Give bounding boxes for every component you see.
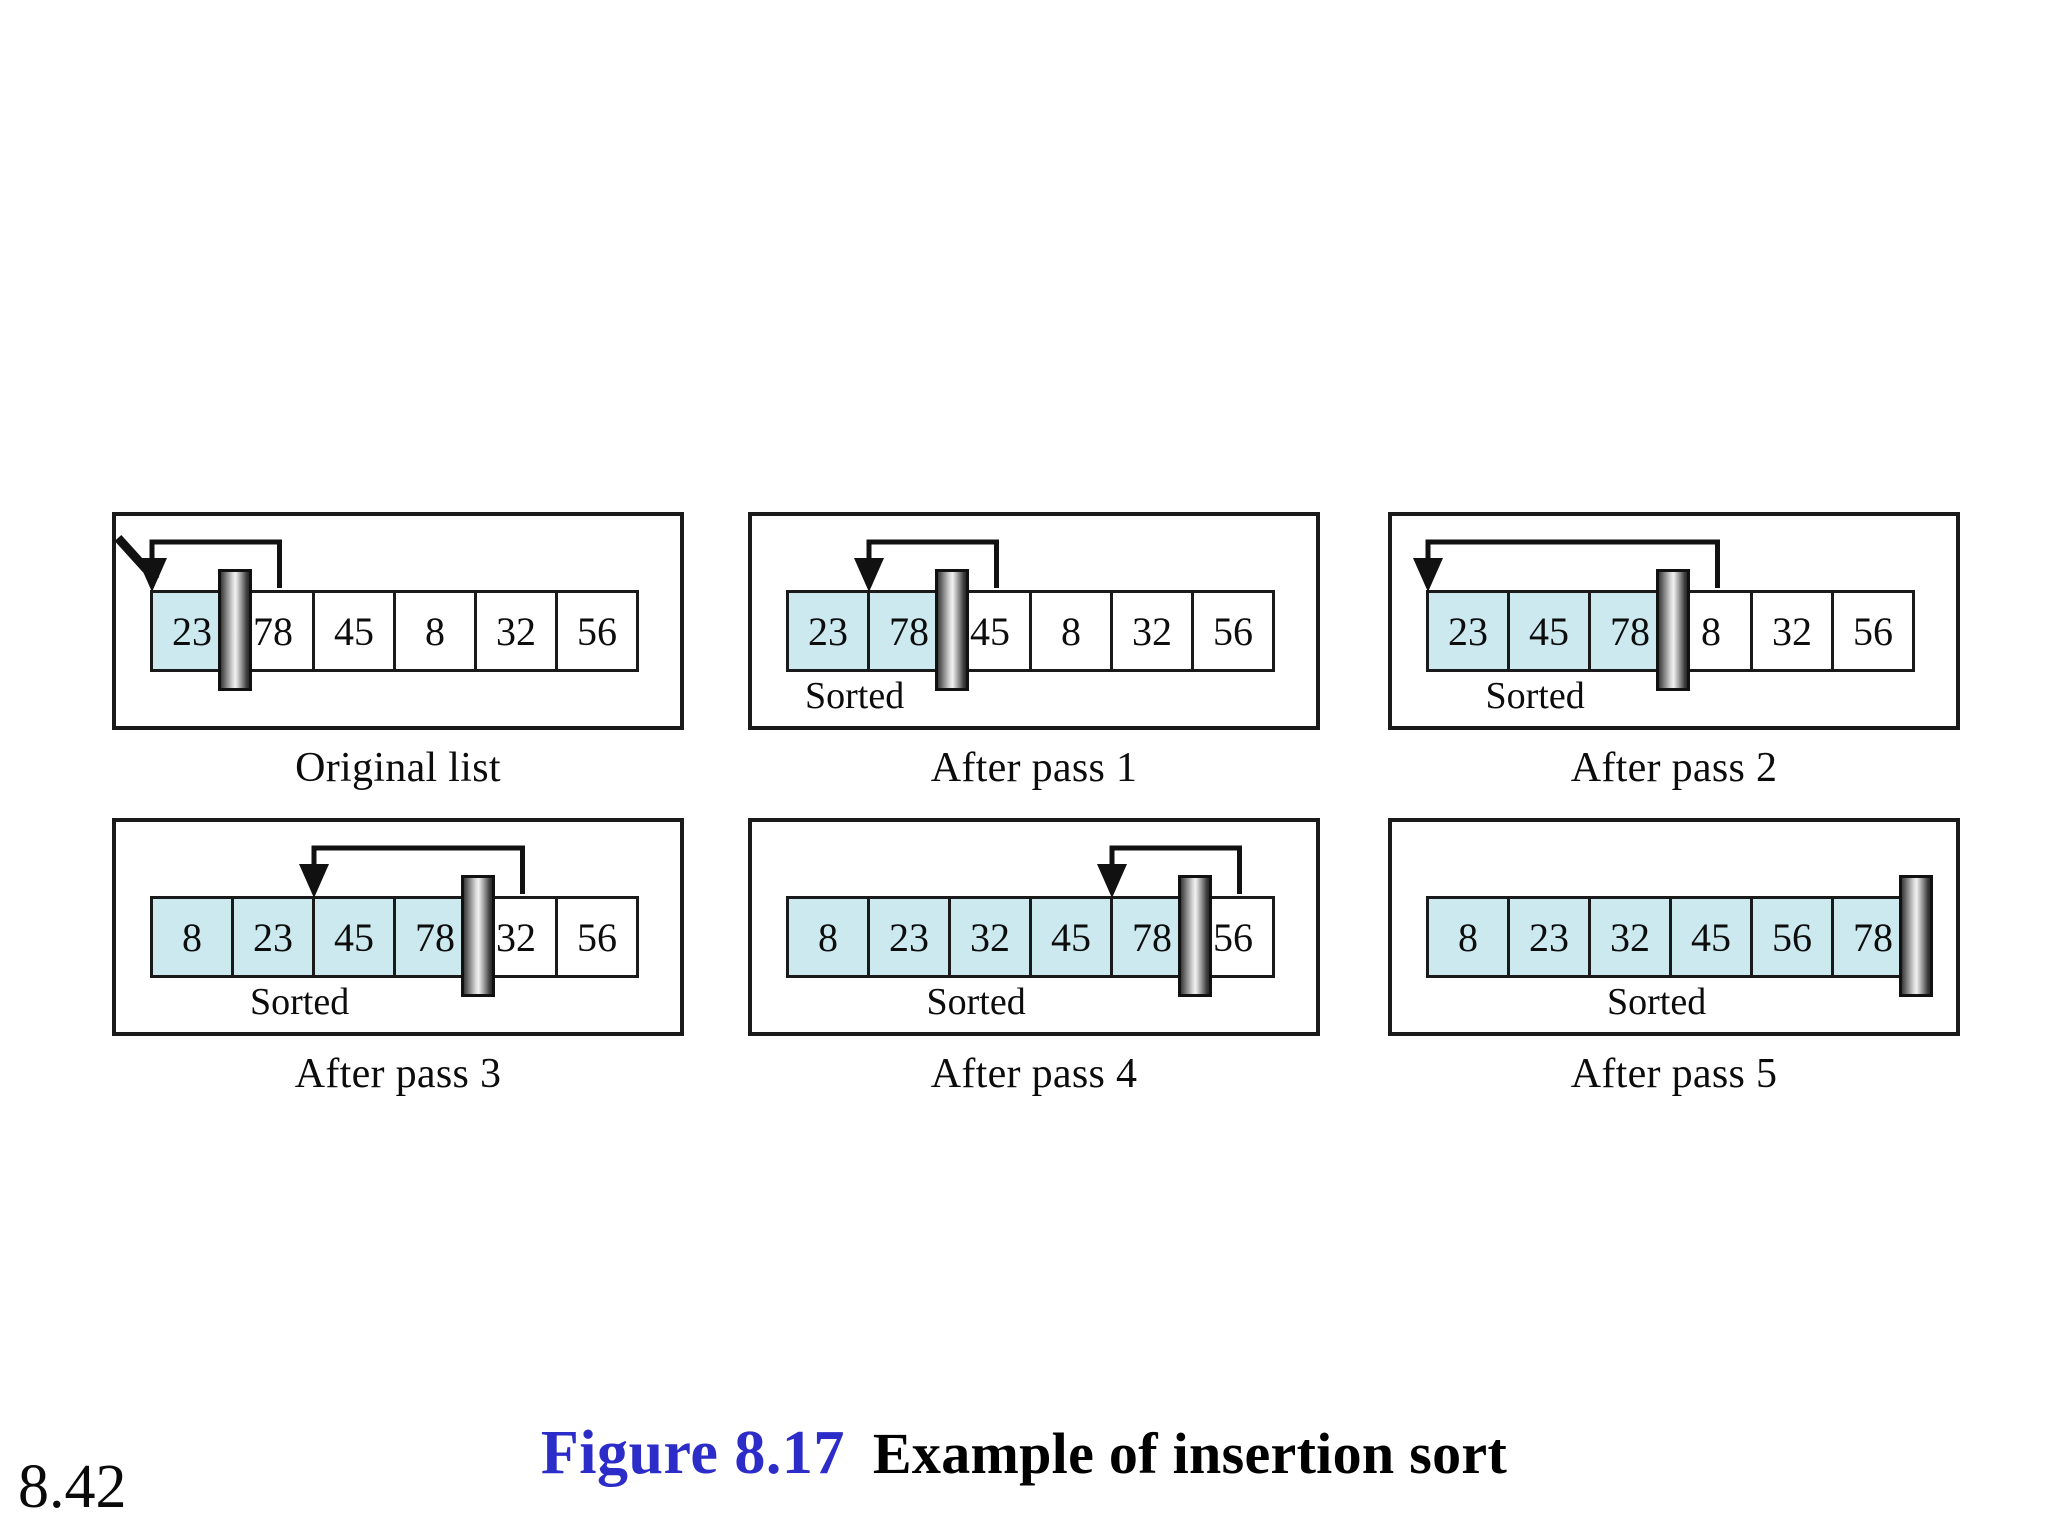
- insertion-move-arrow: [1408, 516, 1738, 594]
- figure-number: Figure 8.17: [540, 1419, 845, 1487]
- array-cell: 8: [393, 590, 477, 672]
- array-cell: 56: [555, 590, 639, 672]
- sorted-divider-bar: [935, 569, 969, 691]
- array-cell: 32: [474, 590, 558, 672]
- array-cell: 23: [231, 896, 315, 978]
- array-cell: 23: [786, 590, 870, 672]
- array-cell: 78: [231, 590, 315, 672]
- panel-pass-1-caption: After pass 1: [930, 745, 1138, 791]
- sorted-region-label: Sorted: [926, 981, 1026, 1023]
- array-cell: 56: [1750, 896, 1834, 978]
- panel-pass-4-caption: After pass 4: [930, 1051, 1138, 1097]
- array-cell: 8: [786, 896, 870, 978]
- insertion-move-arrow: [294, 822, 543, 900]
- array-cell: 8: [1426, 896, 1510, 978]
- array-cell: 32: [948, 896, 1032, 978]
- insertion-move-arrow: [1092, 822, 1260, 900]
- array-cell: 45: [312, 896, 396, 978]
- array-cell: 32: [1750, 590, 1834, 672]
- panel-original-caption: Original list: [295, 745, 501, 791]
- array-cell: 45: [1669, 896, 1753, 978]
- array-cell: 23: [1426, 590, 1510, 672]
- array-cell: 56: [555, 896, 639, 978]
- array-cell: 23: [867, 896, 951, 978]
- sorted-divider-bar: [461, 875, 495, 997]
- sorted-region-label: Sorted: [1607, 981, 1707, 1023]
- array-cell: 32: [1110, 590, 1194, 672]
- array-cell: 56: [1831, 590, 1915, 672]
- sorted-divider-bar: [1178, 875, 1212, 997]
- panel-pass-2-caption: After pass 2: [1570, 745, 1778, 791]
- sorted-divider-bar: [1656, 569, 1690, 691]
- sorted-region-label: Sorted: [805, 675, 905, 717]
- figure-title: Example of insertion sort: [872, 1421, 1508, 1486]
- array-cell: 32: [1588, 896, 1672, 978]
- array-cell: 23: [1507, 896, 1591, 978]
- array-cell: 8: [1029, 590, 1113, 672]
- insertion-move-arrow: [849, 516, 1017, 594]
- sorted-divider-bar: [218, 569, 252, 691]
- array-cell: 45: [1507, 590, 1591, 672]
- array-cell: 56: [1191, 590, 1275, 672]
- page-number: 8.42: [18, 1453, 127, 1521]
- figure-caption: Figure 8.17 Example of insertion sort: [0, 1418, 2048, 1489]
- sorted-divider-bar: [1899, 875, 1933, 997]
- sorted-region-label: Sorted: [1485, 675, 1585, 717]
- array-cell: 45: [312, 590, 396, 672]
- panel-pass-3-caption: After pass 3: [294, 1051, 502, 1097]
- array-cell: 45: [1029, 896, 1113, 978]
- sorted-region-label: Sorted: [250, 981, 350, 1023]
- panel-pass-5-caption: After pass 5: [1570, 1051, 1778, 1097]
- insertion-move-arrow: [114, 516, 300, 594]
- array-cell: 8: [150, 896, 234, 978]
